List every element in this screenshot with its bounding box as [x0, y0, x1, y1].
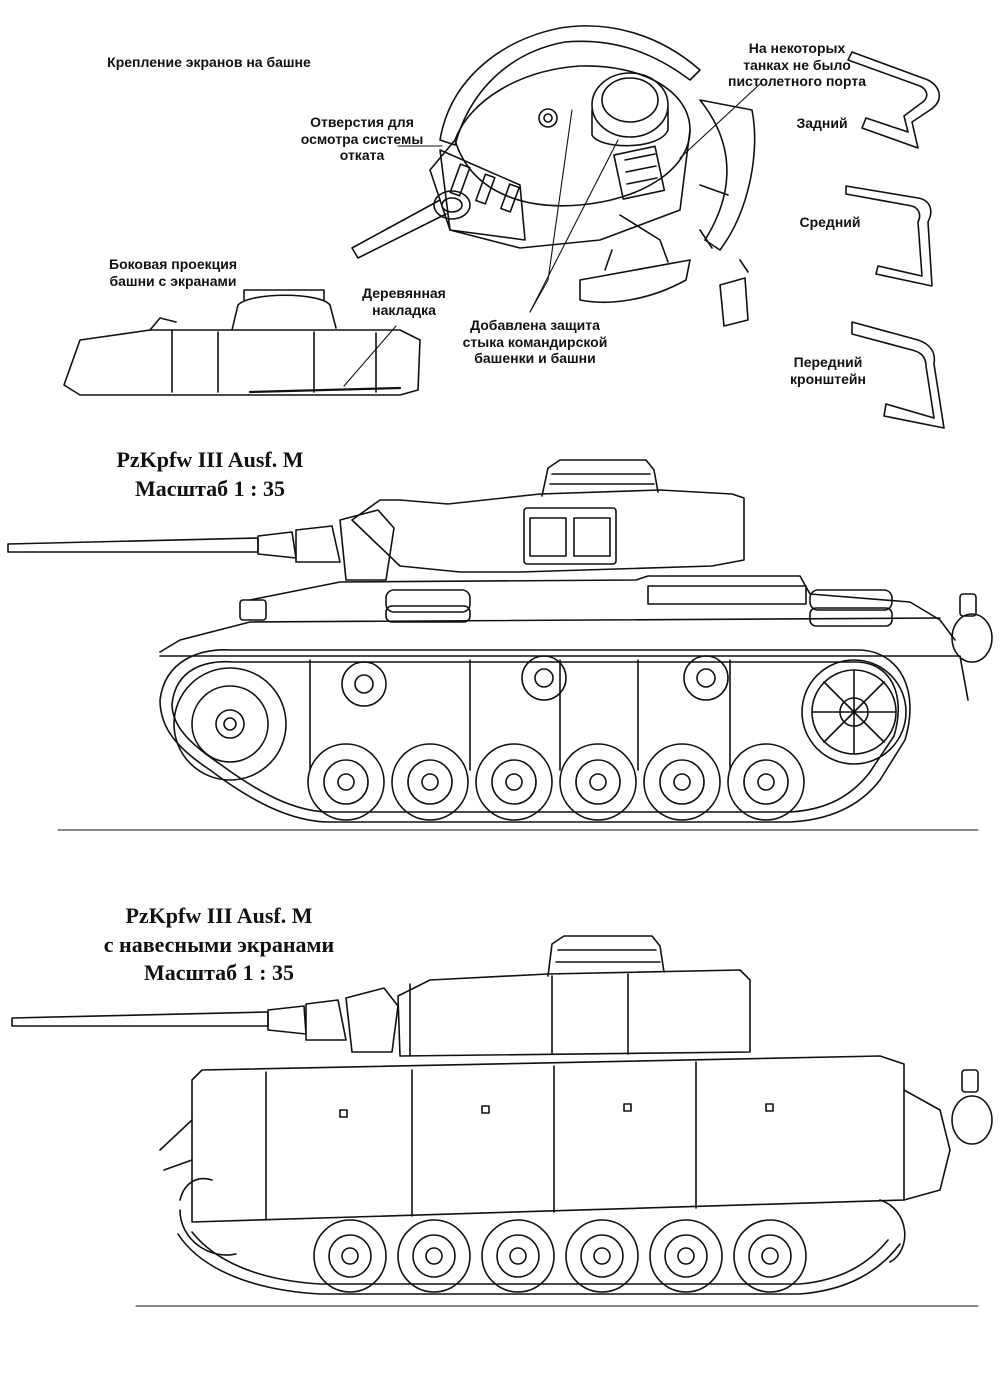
tank-side-view-drawing [8, 460, 992, 830]
tank-with-skirts-side-view-drawing [12, 936, 992, 1306]
side-projection-label: Боковая проекция башни с экранами [109, 256, 237, 289]
view1-scale: Масштаб 1 : 35 [134, 475, 285, 501]
middle-bracket-label: Средний [799, 214, 861, 230]
view1-title: PzKpfw III Ausf. M [116, 447, 304, 472]
leader-line-protection-2 [530, 140, 618, 312]
bracket-middle-drawing [846, 186, 932, 286]
turret-skirt-mount-heading: Крепление экранов на башне [107, 54, 311, 70]
rear-bracket-label: Задний [796, 115, 848, 131]
bracket-rear-drawing [848, 52, 939, 148]
no-pistol-port-label: На некоторых танках не было пистолетного… [727, 40, 866, 90]
added-protection-label: Добавлена защита стыка командирской баше… [462, 317, 608, 367]
turret-side-projection-drawing [64, 290, 420, 395]
leader-line-pistol-port [680, 84, 760, 158]
front-bracket-label: Передний кронштейн [790, 354, 866, 387]
recoil-inspection-holes-label: Отверстия для осмотра системы отката [300, 114, 424, 164]
bracket-front-drawing [852, 322, 944, 428]
leader-line-wooden-plate [344, 326, 396, 386]
view1-title-block: PzKpfw III Ausf. M Масштаб 1 : 35 [80, 446, 340, 503]
view2-scale: Масштаб 1 : 35 [143, 960, 294, 986]
view2-title-block: PzKpfw III Ausf. M с навесными экранами … [74, 902, 364, 988]
leader-lines [344, 84, 760, 386]
leader-line-protection-1 [530, 110, 572, 312]
turret-detail-drawing [352, 26, 755, 326]
view2-subtitle: с навесными экранами [103, 931, 335, 957]
view2-title: PzKpfw III Ausf. M [125, 903, 313, 928]
wooden-plate-label: Деревянная накладка [362, 285, 446, 318]
